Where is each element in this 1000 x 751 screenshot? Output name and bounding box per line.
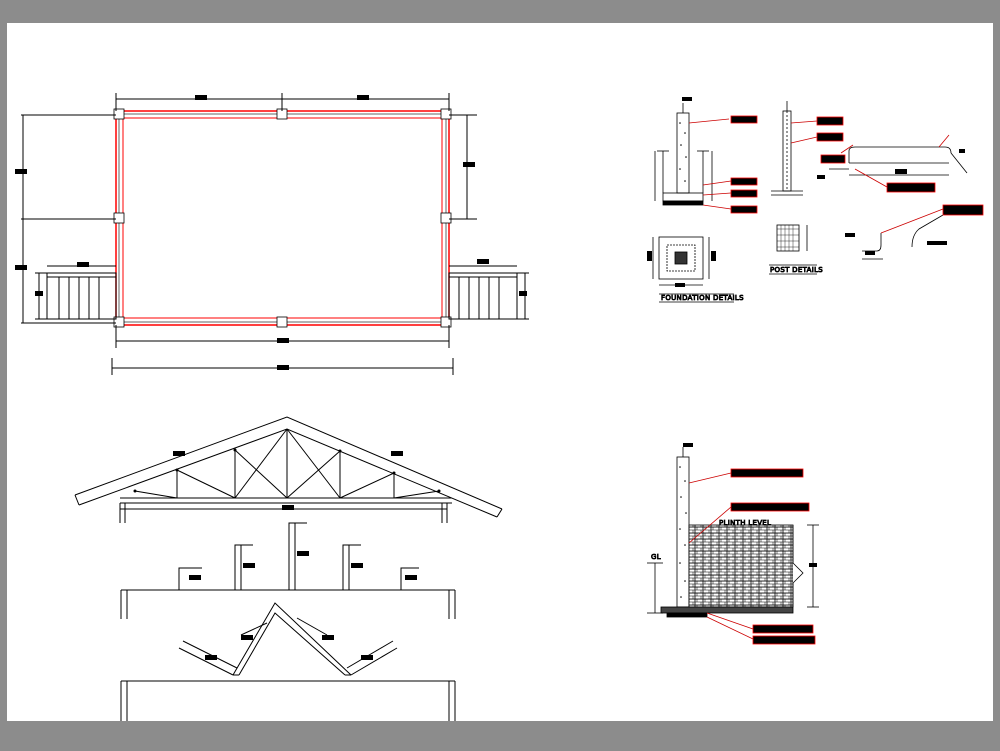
roof-truss bbox=[74, 416, 503, 523]
footing-column bbox=[676, 112, 690, 194]
post-detail: POST DETAILS bbox=[769, 101, 844, 275]
rafter-detail bbox=[120, 602, 456, 721]
plan-dim-tags bbox=[15, 95, 527, 370]
plinth-level-label: PLINTH LEVEL bbox=[719, 519, 771, 527]
foundation-detail: FOUNDATION DETAILS bbox=[647, 97, 758, 303]
outer-wall bbox=[115, 110, 450, 326]
cad-drawing: FOUNDATION DETAILS POST DETAILS bbox=[15, 93, 984, 721]
plinth-detail: GL PLINTH LEVEL bbox=[647, 443, 819, 645]
plinth-wall bbox=[676, 456, 690, 608]
post-details-title: POST DETAILS bbox=[770, 266, 823, 274]
floor-plan bbox=[15, 93, 529, 375]
wall-core bbox=[118, 113, 447, 323]
foundation-details-title: FOUNDATION DETAILS bbox=[661, 294, 744, 302]
drawing-sheet: FOUNDATION DETAILS POST DETAILS bbox=[7, 23, 993, 721]
footing-plan bbox=[658, 236, 704, 280]
post-section bbox=[776, 224, 800, 252]
brick-infill bbox=[688, 524, 794, 608]
plan-posts bbox=[113, 108, 452, 328]
gl-label: GL bbox=[651, 553, 661, 561]
truss-post-detail bbox=[120, 522, 456, 619]
left-steps bbox=[46, 272, 117, 320]
inner-wall bbox=[122, 117, 443, 319]
roof-sheet-detail bbox=[817, 134, 984, 260]
right-steps bbox=[448, 272, 518, 320]
